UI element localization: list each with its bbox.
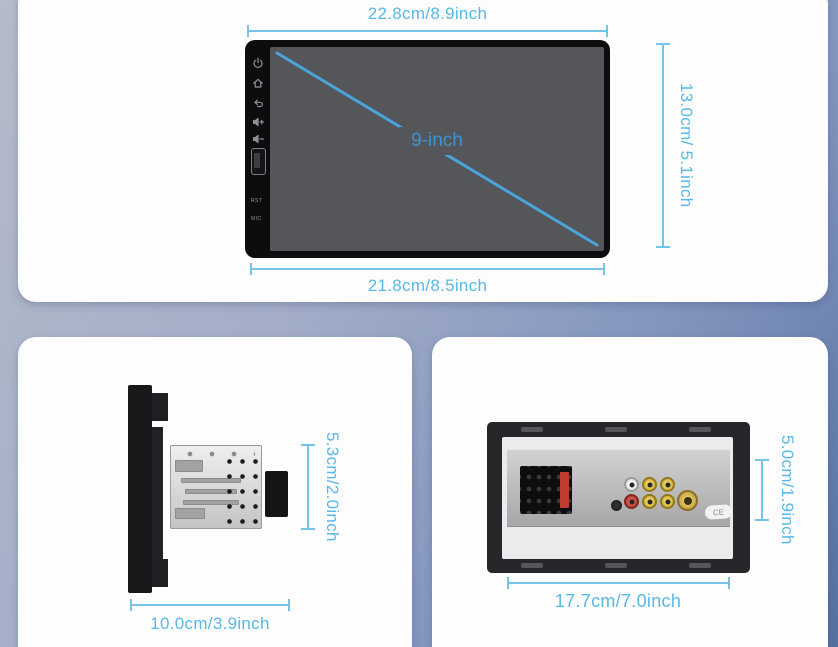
rca-jack-yellow xyxy=(660,477,675,492)
side-mount-tab-bottom xyxy=(152,559,168,587)
side-width-dimension-line xyxy=(130,599,290,611)
front-bottom-dimension-label: 21.8cm/8.5inch xyxy=(367,276,488,295)
volume-up-icon xyxy=(253,117,264,127)
head-unit-screen: 9-inch xyxy=(270,47,604,251)
mic-hole-label: MIC xyxy=(251,216,262,222)
front-top-dimension-line xyxy=(247,25,608,37)
ce-mark: CE xyxy=(704,504,733,520)
rca-jack-yellow xyxy=(642,477,657,492)
usb-port xyxy=(251,148,266,175)
front-bottom-dimension-line xyxy=(250,263,605,275)
side-width-dimension-label: 10.0cm/3.9inch xyxy=(150,614,270,633)
volume-down-icon xyxy=(253,134,264,144)
front-view-panel: 22.8cm/8.9inch 9-inch xyxy=(18,0,828,302)
side-rear-layer xyxy=(152,427,163,577)
cage-slot xyxy=(175,508,205,519)
cage-vent-holes xyxy=(223,454,261,524)
rca-jack-yellow xyxy=(642,494,657,509)
wiring-harness-connector xyxy=(520,466,572,514)
head-unit-side-display xyxy=(128,385,152,593)
mount-slot xyxy=(521,563,543,568)
mount-slot xyxy=(605,427,627,432)
rear-view-panel: CE 5.0cm/1.9inch 17.7cm/7.0inch xyxy=(432,337,828,647)
rear-metal-plate: CE xyxy=(507,449,733,527)
screen-size-label: 9-inch xyxy=(399,126,475,155)
rca-jack-red xyxy=(624,494,639,509)
side-height-dimension-label: 5.3cm/2.0inch xyxy=(323,432,342,542)
aux-socket xyxy=(611,500,622,511)
head-unit-rear-casing: CE xyxy=(487,422,750,573)
side-view-panel: 5.3cm/2.0inch 10.0cm/3.9inch xyxy=(18,337,412,647)
front-right-dimension-line xyxy=(656,43,670,248)
side-mount-tab-top xyxy=(152,393,168,421)
rca-jack-white xyxy=(624,477,639,492)
mount-slot xyxy=(689,427,711,432)
front-top-dimension-label: 22.8cm/8.9inch xyxy=(367,4,488,23)
rear-height-dimension-line xyxy=(755,459,769,521)
mounting-cage xyxy=(170,445,262,529)
rear-height-dimension-label: 5.0cm/1.9inch xyxy=(778,435,797,545)
mount-slot xyxy=(689,563,711,568)
cage-slot xyxy=(175,460,203,472)
mount-slot xyxy=(605,563,627,568)
side-height-dimension-line xyxy=(301,444,315,530)
rear-width-dimension-line xyxy=(507,577,730,589)
rear-connector-side xyxy=(265,471,288,517)
rca-jack-yellow xyxy=(660,494,675,509)
harness-red-connector xyxy=(560,472,569,508)
head-unit-front: 9-inch RST MIC xyxy=(245,40,610,258)
antenna-jack-gold xyxy=(677,490,698,511)
rear-width-dimension-label: 17.7cm/7.0inch xyxy=(554,591,682,611)
home-icon xyxy=(253,78,263,88)
cage-screw-holes xyxy=(179,450,255,458)
front-right-dimension-label: 13.0cm/ 5.1inch xyxy=(677,83,696,208)
power-icon xyxy=(253,57,263,68)
return-icon xyxy=(254,99,263,108)
reset-hole-label: RST xyxy=(251,198,263,204)
mount-slot xyxy=(521,427,543,432)
